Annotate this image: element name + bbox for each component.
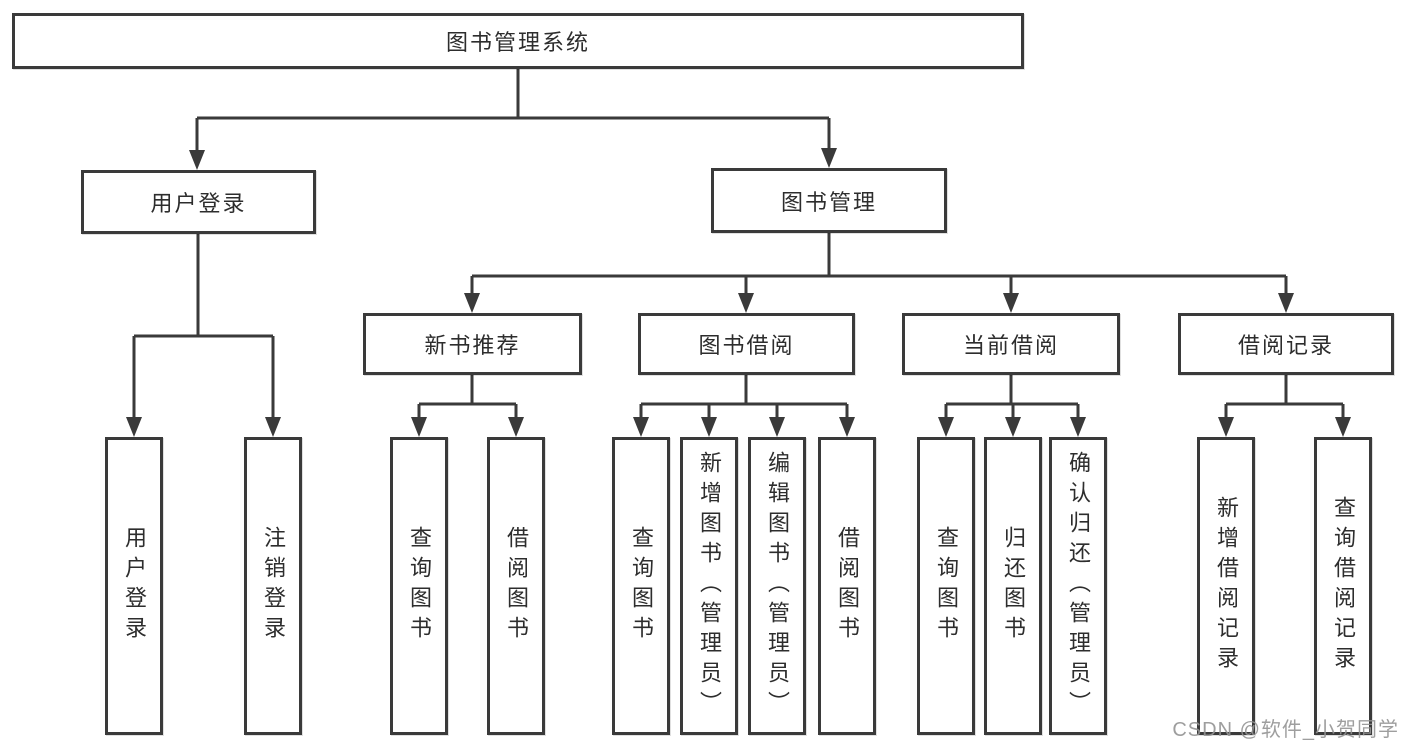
leaf-logout: 注销登录: [244, 437, 302, 735]
node-book-management: 图书管理: [711, 168, 947, 233]
node-label: 借阅图书: [835, 526, 860, 646]
node-label: 图书管理: [780, 189, 877, 215]
node-label: 查询借阅记录: [1331, 496, 1356, 676]
leaf-add-books-admin: 新增图书（管理员）: [680, 437, 738, 735]
leaf-query-books-recommend: 查询图书: [390, 437, 448, 735]
node-label: 查询图书: [407, 526, 432, 646]
leaf-user-login: 用户登录: [105, 437, 163, 735]
node-label: 确认归还（管理员）: [1066, 451, 1091, 721]
node-label: 用户登录: [150, 191, 247, 216]
node-label: 图书借阅: [698, 333, 795, 358]
arrowheads: [126, 148, 1351, 437]
node-label: 归还图书: [1001, 526, 1026, 646]
node-new-book-recommendation: 新书推荐: [363, 313, 582, 375]
node-library-management-system: 图书管理系统: [12, 13, 1024, 69]
node-borrowing-records: 借阅记录: [1178, 313, 1394, 375]
leaf-query-books-current: 查询图书: [917, 437, 975, 735]
leaf-borrow-books-recommend: 借阅图书: [487, 437, 545, 735]
node-label: 新增借阅记录: [1214, 496, 1239, 676]
leaf-return-books: 归还图书: [984, 437, 1042, 735]
node-user-login: 用户登录: [81, 170, 316, 234]
node-label: 注销登录: [261, 526, 286, 646]
leaf-edit-books-admin: 编辑图书（管理员）: [748, 437, 806, 735]
node-label: 借阅记录: [1237, 333, 1334, 358]
leaf-query-books-borrow: 查询图书: [612, 437, 670, 735]
node-label: 图书管理系统: [445, 30, 590, 55]
node-current-borrowing: 当前借阅: [902, 313, 1120, 375]
node-label: 查询图书: [934, 526, 959, 646]
node-label: 编辑图书（管理员）: [765, 451, 790, 721]
leaf-query-borrow-record: 查询借阅记录: [1314, 437, 1372, 735]
node-label: 借阅图书: [504, 526, 529, 646]
node-label: 用户登录: [122, 526, 147, 646]
node-book-borrowing: 图书借阅: [638, 313, 855, 375]
node-label: 查询图书: [629, 526, 654, 646]
node-label: 新书推荐: [424, 333, 521, 358]
leaf-add-borrow-record: 新增借阅记录: [1197, 437, 1255, 735]
leaf-confirm-return-admin: 确认归还（管理员）: [1049, 437, 1107, 735]
leaf-borrow-books: 借阅图书: [818, 437, 876, 735]
node-label: 新增图书（管理员）: [697, 451, 722, 721]
node-label: 当前借阅: [962, 333, 1059, 358]
